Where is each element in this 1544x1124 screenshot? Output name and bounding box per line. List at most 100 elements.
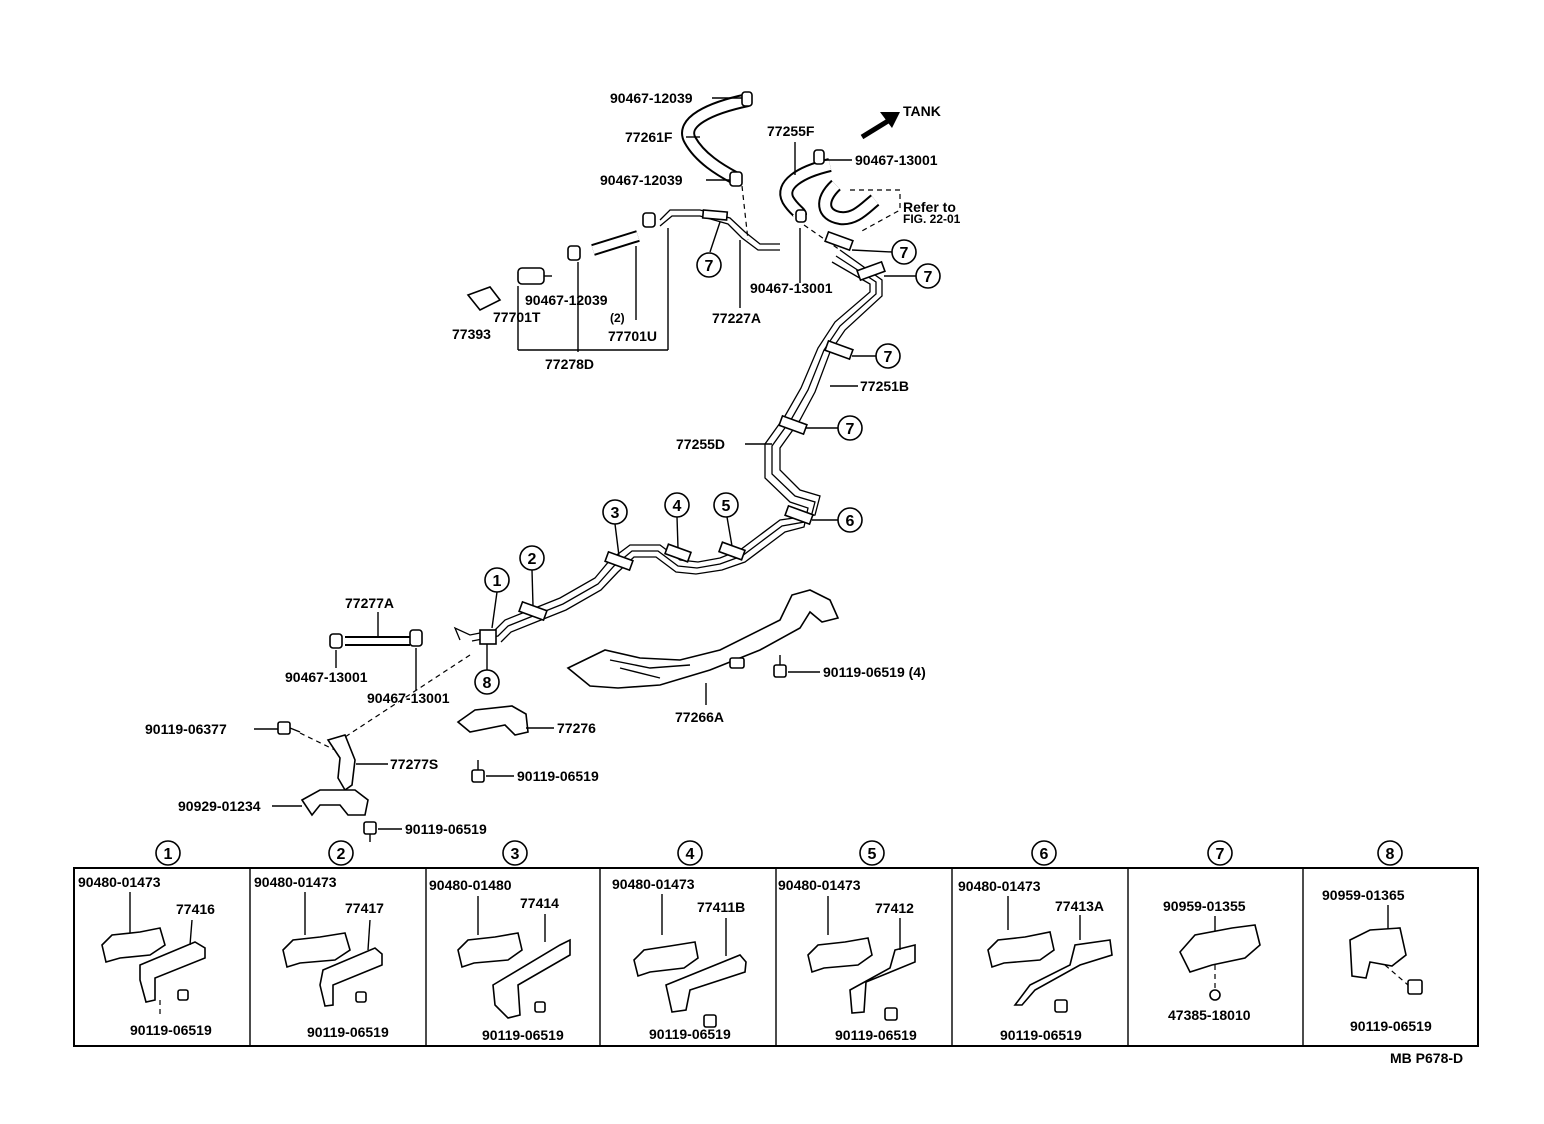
svg-text:77412: 77412 [875, 900, 914, 916]
callout-7-d: 7 [852, 343, 901, 369]
callout-1: 1 [484, 567, 510, 629]
table-header-4: 4 [677, 840, 703, 866]
svg-text:90480-01473: 90480-01473 [612, 876, 695, 892]
clamp-2 [518, 600, 548, 622]
label-bolt-377: 90119-06377 [145, 721, 227, 737]
pipe-77227a [659, 209, 780, 251]
callout-7-c: 7 [884, 263, 941, 289]
svg-text:7: 7 [1216, 846, 1225, 863]
label-valve-assy: 77278D [545, 356, 594, 372]
label-hose-upper: 77261F [625, 129, 673, 145]
svg-text:77413A: 77413A [1055, 898, 1104, 914]
svg-text:47385-18010: 47385-18010 [1168, 1007, 1251, 1023]
svg-text:77417: 77417 [345, 900, 384, 916]
clamp-7b [856, 260, 886, 282]
table-cell-5: 90480-01473 77412 90119-06519 [778, 877, 917, 1043]
svg-text:8: 8 [483, 675, 492, 692]
svg-text:4: 4 [686, 846, 695, 863]
svg-text:90959-01355: 90959-01355 [1163, 898, 1246, 914]
svg-text:1: 1 [164, 846, 173, 863]
svg-text:90119-06519: 90119-06519 [1350, 1018, 1432, 1034]
svg-text:90480-01473: 90480-01473 [78, 874, 161, 890]
table-cell-2: 90480-01473 77417 90119-06519 [254, 874, 389, 1040]
label-clip-left-a: 90467-13001 [285, 669, 368, 685]
clamp-90929 [300, 789, 369, 817]
svg-text:90119-06519: 90119-06519 [307, 1024, 389, 1040]
clamp-3 [604, 550, 634, 572]
svg-text:90119-06519: 90119-06519 [482, 1027, 564, 1043]
svg-text:90119-06519: 90119-06519 [835, 1027, 917, 1043]
svg-text:7: 7 [900, 245, 909, 262]
table-header-8: 8 [1377, 840, 1403, 866]
svg-text:6: 6 [1040, 846, 1049, 863]
table-cell-7: 90959-01355 47385-18010 [1163, 898, 1261, 1023]
label-pipe-255d: 77255D [676, 436, 725, 452]
callout-2: 2 [519, 545, 545, 607]
callout-6: 6 [812, 507, 863, 533]
label-guard: 77266A [675, 709, 724, 725]
label-hose-upper-clip-b: 90467-12039 [600, 172, 683, 188]
label-bolt-protector: 90119-06519 [517, 768, 599, 784]
svg-text:77416: 77416 [176, 901, 215, 917]
hose-refer [818, 179, 901, 233]
label-bracket-393: 77393 [452, 326, 491, 342]
table-cell-4: 90480-01473 77411B 90119-06519 [612, 876, 747, 1042]
svg-text:6: 6 [846, 513, 855, 530]
tank-arrow-icon [860, 112, 900, 140]
svg-text:1: 1 [493, 573, 502, 590]
hose-77277a [329, 629, 423, 649]
table-cell-8: 90959-01365 90119-06519 [1322, 887, 1432, 1034]
valve-77701t [517, 267, 552, 285]
guard-77266a [566, 589, 840, 689]
hose-77261f [681, 91, 753, 187]
label-hose-277a: 77277A [345, 595, 394, 611]
label-clamp-929: 90929-01234 [178, 798, 261, 814]
label-clip-left-b: 90467-13001 [367, 690, 450, 706]
label-valve-clip-qty: (2) [610, 311, 625, 325]
svg-text:90480-01473: 90480-01473 [778, 877, 861, 893]
label-bolt-bottom: 90119-06519 [405, 821, 487, 837]
hose-77255f [779, 149, 832, 223]
label-hose-right-clip-b: 90467-13001 [750, 280, 833, 296]
svg-text:77411B: 77411B [697, 899, 745, 915]
svg-text:5: 5 [722, 498, 731, 515]
clamp-5 [717, 541, 747, 561]
svg-text:5: 5 [868, 846, 877, 863]
table-cell-3: 90480-01480 77414 90119-06519 [429, 877, 571, 1043]
label-hose-upper-clip-a: 90467-12039 [610, 90, 693, 106]
callout-7-a: 7 [696, 221, 722, 278]
refer-to-text: Refer to [903, 199, 956, 215]
callout-5: 5 [713, 492, 739, 547]
svg-text:3: 3 [611, 505, 620, 522]
svg-text:90119-06519: 90119-06519 [130, 1022, 212, 1038]
svg-text:7: 7 [705, 258, 714, 275]
callout-8: 8 [474, 644, 500, 695]
parts-table [73, 867, 1479, 1047]
svg-text:77414: 77414 [520, 895, 559, 911]
callout-4: 4 [664, 492, 690, 549]
table-header-6: 6 [1031, 840, 1057, 866]
svg-text:90119-06519: 90119-06519 [649, 1026, 731, 1042]
label-valve-u: 77701U [608, 328, 657, 344]
bracket-77393 [466, 286, 502, 312]
corner-code: MB P678-D [1390, 1050, 1463, 1066]
svg-text:90480-01480: 90480-01480 [429, 877, 512, 893]
label-protector: 77276 [557, 720, 596, 736]
svg-text:7: 7 [846, 421, 855, 438]
svg-text:90480-01473: 90480-01473 [958, 878, 1041, 894]
refer-fig-text: FIG. 22-01 [903, 212, 961, 226]
callout-7-b: 7 [851, 239, 917, 265]
label-hose-right: 77255F [767, 123, 815, 139]
svg-text:90119-06519: 90119-06519 [1000, 1027, 1082, 1043]
bolt-guard [773, 655, 787, 678]
label-valve-clip: 90467-12039 [525, 292, 608, 308]
label-valve-t: 77701T [493, 309, 541, 325]
clamp-7a [824, 230, 854, 252]
bolt-bottom [363, 821, 377, 842]
table-cell-1: 90480-01473 77416 90119-06519 [78, 874, 215, 1038]
table-header-3: 3 [502, 840, 528, 866]
table-header-7: 7 [1207, 840, 1233, 866]
callout-7-e: 7 [806, 415, 863, 441]
clamp-7d [778, 414, 808, 436]
